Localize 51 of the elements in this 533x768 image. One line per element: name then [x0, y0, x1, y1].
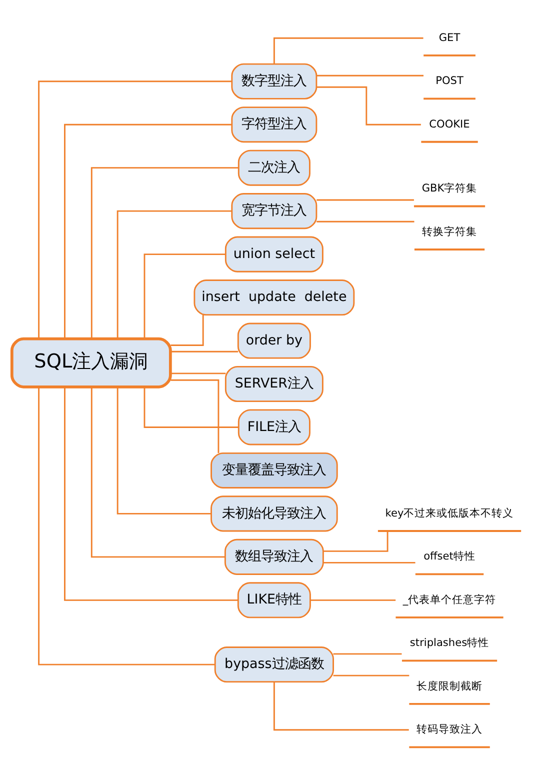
connector: [38, 80, 232, 339]
node-box: 未初始化导致注入: [210, 496, 338, 532]
connector: [333, 674, 410, 676]
node-box: 宽字节注入: [231, 193, 318, 230]
node-box: 变量覆盖导致注入: [210, 452, 338, 488]
node-box: 数组导致注入: [224, 538, 324, 575]
connector: [333, 653, 402, 655]
node-box: bypass过滤函数: [214, 646, 334, 683]
connector: [316, 220, 414, 222]
node-box: order by: [237, 322, 311, 359]
node-text: 长度限制截断: [416, 680, 483, 692]
connector: [116, 210, 232, 339]
connector: [144, 254, 226, 339]
connector: [316, 74, 424, 76]
connector: [90, 387, 226, 558]
node-text: _代表单个任意字符: [402, 594, 496, 606]
connector: [310, 599, 396, 601]
connector: [170, 315, 204, 346]
node-box: 数字型注入: [231, 63, 318, 100]
node-text: 转换字符集: [422, 226, 478, 238]
connector: [64, 124, 232, 339]
node-box: SQL注入漏洞: [10, 337, 172, 388]
connector: [170, 350, 238, 352]
node-text: GBK字符集: [422, 182, 478, 195]
node-box: LIKE特性: [237, 582, 311, 618]
node-text: POST: [436, 75, 464, 88]
connector: [323, 531, 388, 552]
connector: [144, 387, 238, 428]
node-text: striplashes特性: [410, 637, 490, 650]
connector: [38, 387, 216, 666]
node-text: key不过来或低版本不转义: [385, 507, 514, 520]
node-box: union select: [224, 236, 324, 272]
connector: [116, 387, 211, 514]
connector: [64, 386, 238, 601]
connector: [273, 682, 409, 731]
node-text: COOKIE: [429, 118, 470, 130]
node-box: FILE注入: [238, 409, 310, 446]
connector: [90, 167, 239, 339]
node-box: 字符型注入: [231, 106, 318, 143]
connector: [170, 379, 220, 454]
connector: [316, 86, 421, 126]
connector: [273, 37, 424, 64]
connector: [170, 372, 226, 374]
node-text: GET: [438, 32, 460, 44]
node-box: insert update delete: [194, 280, 355, 316]
node-box: 二次注入: [238, 150, 310, 186]
node-text: offset特性: [424, 550, 476, 563]
connector: [316, 199, 414, 201]
node-box: SERVER注入: [224, 366, 324, 402]
connector: [324, 562, 416, 564]
node-text: 转码导致注入: [416, 724, 483, 736]
